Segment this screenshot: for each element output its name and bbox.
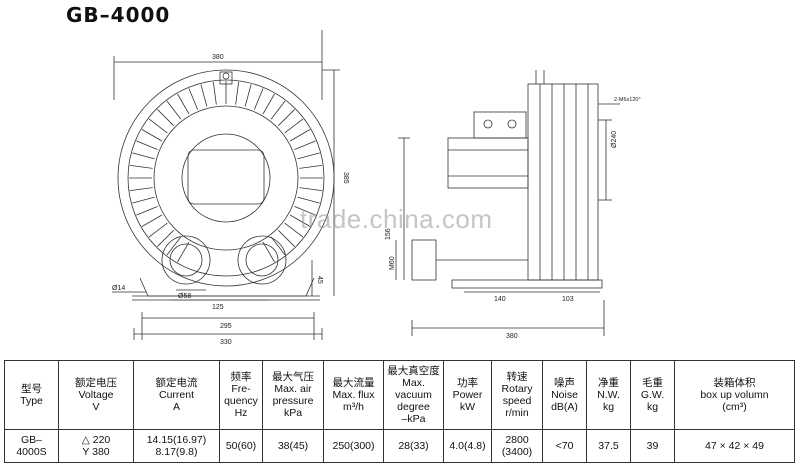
- housing-fin: [294, 205, 316, 216]
- housing-fin: [289, 214, 311, 227]
- header-current: 额定电流 Current A: [133, 360, 220, 430]
- header-net-weight: 净重 N.W. kg: [586, 360, 631, 430]
- side-view: [395, 70, 620, 336]
- header-frequency: 频率 Fre- quency Hz: [219, 360, 263, 430]
- housing-fin: [129, 164, 153, 169]
- header-noise: 噪声 Noise dB(A): [542, 360, 587, 430]
- housing-fin: [270, 100, 286, 120]
- housing-fin: [253, 88, 264, 110]
- cell-gross-weight: 39: [630, 429, 675, 463]
- housing-fin: [262, 241, 275, 263]
- housing-fin: [289, 129, 311, 142]
- dim-side-left-h: 156: [385, 228, 392, 240]
- cell-max-flux: 250(300): [323, 429, 384, 463]
- housing-fin: [166, 100, 182, 120]
- dim-flange-dia: Ø58: [178, 293, 191, 300]
- housing-fin: [141, 129, 163, 142]
- cell-power: 4.0(4.8): [443, 429, 492, 463]
- housing-fin: [136, 140, 158, 151]
- housing-fin: [262, 93, 275, 115]
- housing-fin: [132, 152, 155, 160]
- housing-fin: [299, 164, 323, 169]
- header-rotary-speed: 转速 Rotary speed r/min: [491, 360, 543, 430]
- front-view: [112, 30, 340, 340]
- cell-max-air-pressure: 38(45): [262, 429, 324, 463]
- housing-fin: [270, 236, 286, 256]
- housing-fin: [200, 84, 208, 107]
- housing-fin: [141, 214, 163, 227]
- housing-fin: [284, 222, 304, 238]
- housing-fin: [129, 187, 153, 192]
- housing-fin: [212, 81, 217, 105]
- watermark-text: trade.china.com: [300, 204, 493, 234]
- housing-fin: [278, 230, 295, 247]
- cell-box-volume: 47 × 42 × 49: [674, 429, 795, 463]
- housing-fin: [299, 187, 323, 192]
- housing-fin: [166, 236, 182, 256]
- cell-current: 14.15(16.97) 8.17(9.8): [133, 429, 220, 463]
- header-type: 型号 Type: [4, 360, 59, 430]
- housing-fin: [148, 118, 168, 134]
- housing-fin: [177, 241, 190, 263]
- dim-thread: 2-M6x120°: [614, 97, 641, 103]
- header-max-air-pressure: 最大气压 Max. air pressure kPa: [262, 360, 324, 430]
- housing-fin: [148, 222, 168, 238]
- cell-frequency: 50(60): [219, 429, 263, 463]
- cell-net-weight: 37.5: [586, 429, 631, 463]
- cell-noise: <70: [542, 429, 587, 463]
- header-gross-weight: 毛重 G.W. kg: [630, 360, 675, 430]
- dim-base-125: 125: [212, 304, 224, 311]
- housing-fin: [244, 84, 252, 107]
- housing-fin: [136, 205, 158, 216]
- dim-hole-dia: Ø14: [112, 285, 125, 292]
- spec-header-row: 型号 Type 额定电压 Voltage V 额定电流 Current A 频率…: [4, 360, 795, 430]
- dim-m60: M60: [389, 256, 396, 270]
- housing-fin: [284, 118, 304, 134]
- header-voltage: 额定电压 Voltage V: [58, 360, 134, 430]
- drawing-title: GB–4000: [66, 3, 171, 27]
- housing-fin: [278, 109, 295, 126]
- header-box-volume: 装箱体积 box up volumn (cm³): [674, 360, 795, 430]
- housing-fin: [297, 196, 320, 204]
- dim-pcd: Ø240: [611, 131, 618, 148]
- table-row: GB– 4000S △ 220 Y 380 14.15(16.97) 8.17(…: [4, 429, 795, 463]
- housing-fin: [177, 93, 190, 115]
- housing-fin: [132, 196, 155, 204]
- technical-drawing: 380 385 45 Ø14 Ø58 125 295 330 140 103 3…: [112, 30, 641, 346]
- dim-front-height: 385: [342, 172, 349, 184]
- housing-fin: [235, 81, 240, 105]
- housing-fin: [157, 109, 174, 126]
- dim-base-295: 295: [220, 323, 232, 330]
- housing-fin: [188, 88, 199, 110]
- cell-type: GB– 4000S: [4, 429, 59, 463]
- housing-fin: [297, 152, 320, 160]
- header-max-vacuum: 最大真空度 Max. vacuum degree –kPa: [383, 360, 444, 430]
- cell-voltage: △ 220 Y 380: [58, 429, 134, 463]
- dim-side-140: 140: [494, 296, 506, 303]
- dim-base-330: 330: [220, 339, 232, 346]
- dim-outlet-height: 45: [316, 276, 323, 284]
- housing-fin: [157, 230, 174, 247]
- spec-table: 型号 Type 额定电压 Voltage V 额定电流 Current A 频率…: [4, 360, 795, 463]
- header-power: 功率 Power kW: [443, 360, 492, 430]
- housing-fin: [294, 140, 316, 151]
- dim-side-380: 380: [506, 333, 518, 340]
- header-max-flux: 最大流量 Max. flux m³/h: [323, 360, 384, 430]
- cell-rotary-speed: 2800 (3400): [491, 429, 543, 463]
- dim-front-width: 380: [212, 54, 224, 61]
- cell-max-vacuum: 28(33): [383, 429, 444, 463]
- dim-side-103: 103: [562, 296, 574, 303]
